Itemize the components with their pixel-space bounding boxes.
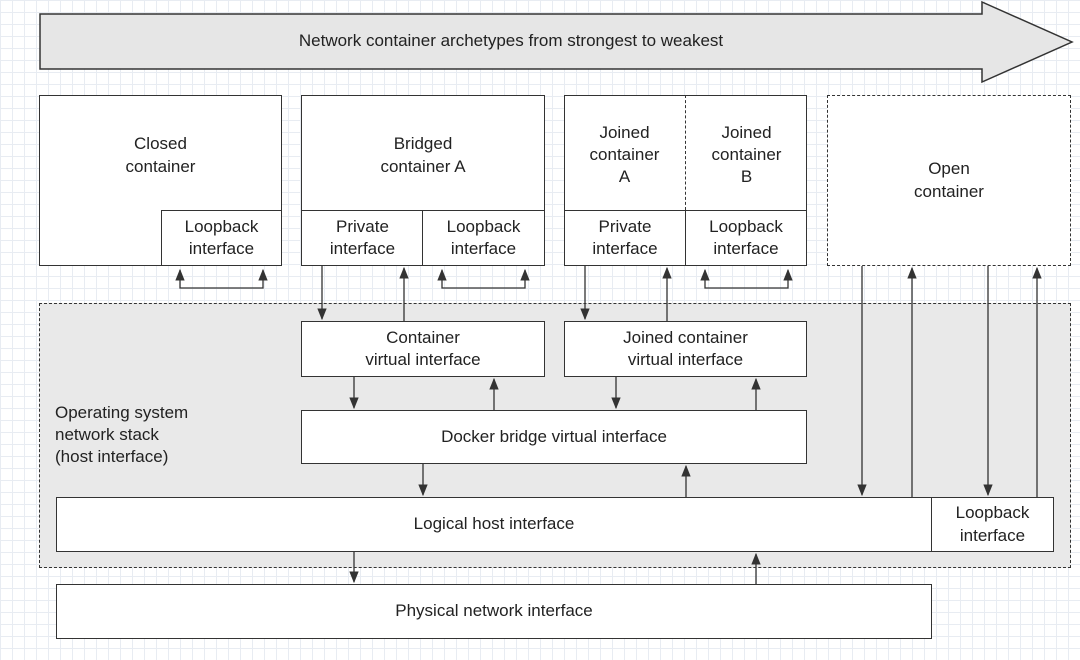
closed-loopback-interface: Loopback interface <box>161 210 282 266</box>
physical-network-interface: Physical network interface <box>56 584 932 639</box>
container-virtual-interface: Container virtual interface <box>301 321 545 377</box>
joined-container-a-title: Joined container A <box>589 122 660 187</box>
joined-loopback-interface: Loopback interface <box>685 210 807 266</box>
joined-divider <box>685 95 686 210</box>
closed-loopback-loop <box>175 268 268 289</box>
bridged-container-title: Bridged container A <box>380 134 466 176</box>
bridged-loopback-loop <box>437 268 530 289</box>
docker-bridge-virtual-interface: Docker bridge virtual interface <box>301 410 807 464</box>
banner-arrow <box>39 0 1074 84</box>
closed-container-title: Closed container <box>125 134 196 176</box>
bridged-loopback-interface: Loopback interface <box>422 210 545 266</box>
banner-label: Network container archetypes from strong… <box>298 31 724 51</box>
joined-loopback-loop <box>700 268 793 289</box>
joined-private-interface: Private interface <box>564 210 686 266</box>
os-stack-label: Operating system network stack (host int… <box>55 402 189 467</box>
joined-container-b-title: Joined container B <box>711 122 782 187</box>
bridged-private-interface: Private interface <box>301 210 424 266</box>
joined-container-virtual-interface: Joined container virtual interface <box>564 321 807 377</box>
open-container: Open container <box>827 95 1071 266</box>
logical-host-interface: Logical host interface <box>56 497 932 552</box>
host-loopback-interface: Loopback interface <box>931 497 1054 552</box>
